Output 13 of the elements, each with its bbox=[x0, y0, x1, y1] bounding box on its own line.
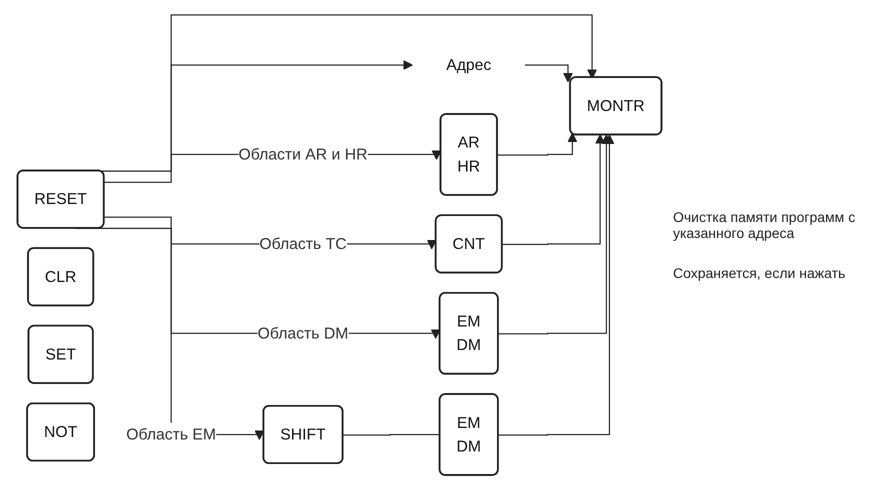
node-text: Адрес bbox=[446, 55, 492, 74]
edge-label: Область TC bbox=[259, 234, 347, 252]
edge-label: Область DM bbox=[258, 324, 348, 342]
connector bbox=[343, 434, 441, 436]
arrow bbox=[498, 134, 614, 436]
arrow bbox=[502, 134, 606, 245]
note-text: Сохраняется, если нажать bbox=[673, 265, 846, 281]
key-sequence-diagram: Области AR и HR Область TC Область DM Область EM RESET CLR SET NOT MONTR Адрес AR HR CNT EM DM SHIFT EM DM bbox=[6, 6, 673, 484]
edge-label: Области AR и HR bbox=[238, 144, 368, 163]
note-text: Очистка памяти программ с указанного адреса bbox=[673, 209, 856, 241]
arrow bbox=[525, 64, 573, 82]
edge-label: Область EM bbox=[126, 424, 216, 443]
arrow bbox=[498, 132, 578, 156]
